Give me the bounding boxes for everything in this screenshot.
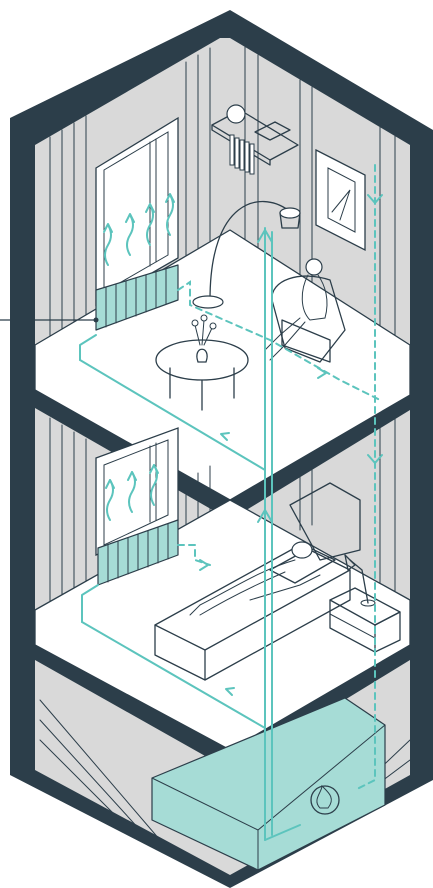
callout-dot <box>94 318 99 323</box>
